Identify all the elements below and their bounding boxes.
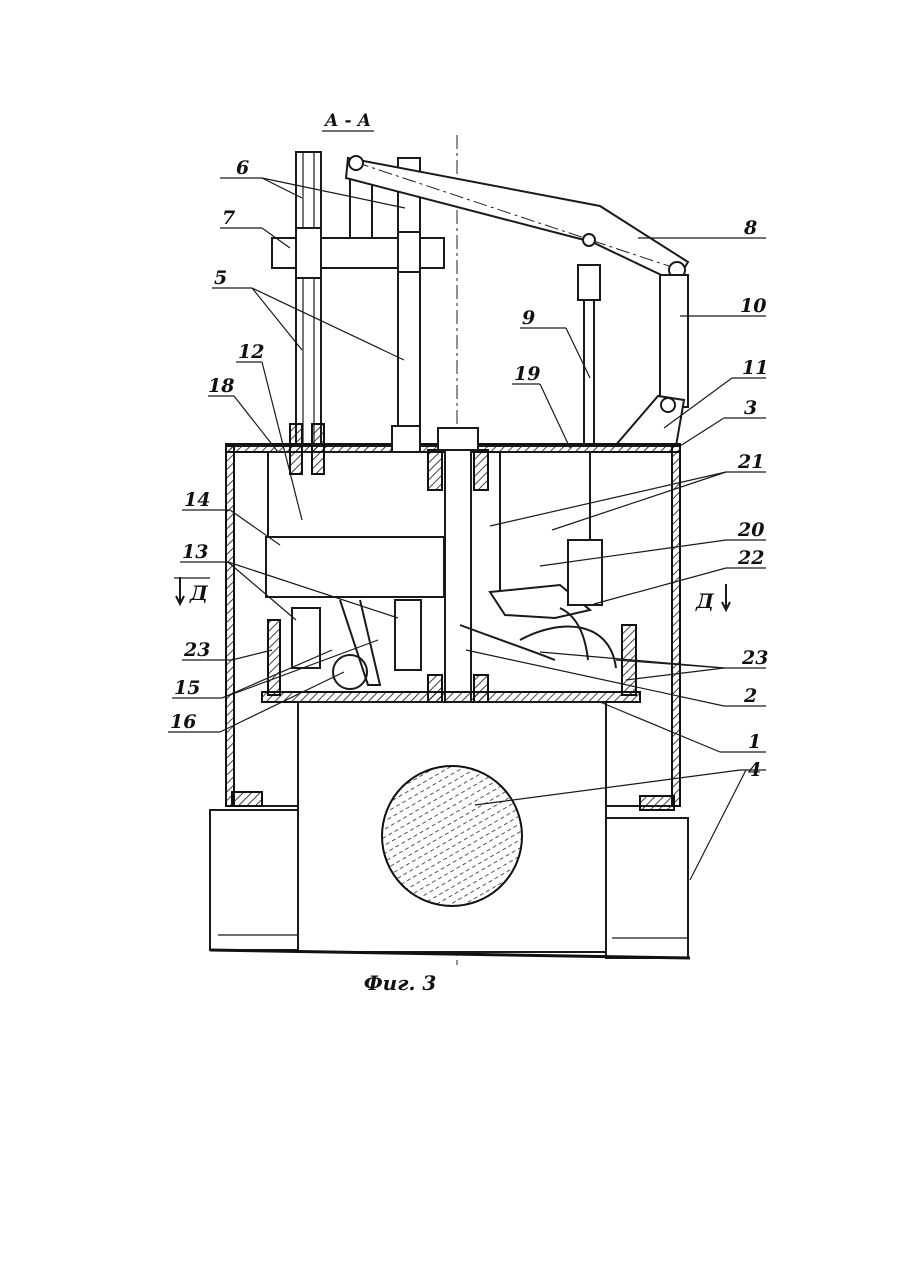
callout-11: 11 <box>742 357 768 379</box>
left-foot <box>210 810 298 950</box>
cam-wheel <box>333 655 367 689</box>
link-arm <box>660 275 688 407</box>
callout-16: 16 <box>170 711 196 733</box>
latch-clamp <box>568 540 602 605</box>
callout-3: 3 <box>744 397 757 419</box>
callout-2: 2 <box>743 685 757 707</box>
callout-8: 8 <box>743 217 757 239</box>
section-mark-left: Д <box>189 581 209 605</box>
section-marker-right: Д <box>695 584 730 613</box>
callout-22: 22 <box>737 547 764 569</box>
callout-7: 7 <box>222 207 235 229</box>
roller-left <box>292 608 320 668</box>
workpiece-section <box>382 766 522 906</box>
rod-head <box>578 265 600 300</box>
callout-18: 18 <box>208 375 234 397</box>
callout-6: 6 <box>236 157 249 179</box>
callout-21: 21 <box>737 451 764 473</box>
right-guide-rod <box>398 158 420 428</box>
callout-23-left: 23 <box>183 639 210 661</box>
callout-19: 19 <box>514 363 540 385</box>
callout-9: 9 <box>522 307 535 329</box>
callout-15: 15 <box>174 677 200 699</box>
section-title: А - А <box>323 111 372 131</box>
callout-10: 10 <box>740 295 766 317</box>
section-marker-left: Д <box>174 577 210 605</box>
callout-13: 13 <box>182 541 208 563</box>
lever-pivot-left <box>349 156 363 170</box>
right-foot <box>606 818 688 958</box>
roller-right <box>395 600 421 670</box>
section-mark-right: Д <box>695 589 715 613</box>
callout-1: 1 <box>748 731 761 753</box>
callout-4: 4 <box>748 759 761 781</box>
slider-block <box>266 537 444 597</box>
callout-12: 12 <box>238 341 264 363</box>
callout-20: 20 <box>737 519 764 541</box>
base-plate <box>262 692 640 702</box>
lever-pivot-mid <box>583 234 595 246</box>
figure-caption: Фиг. 3 <box>364 971 437 995</box>
callout-23-right: 23 <box>741 647 768 669</box>
callout-14: 14 <box>184 489 210 511</box>
callout-5: 5 <box>214 267 227 289</box>
